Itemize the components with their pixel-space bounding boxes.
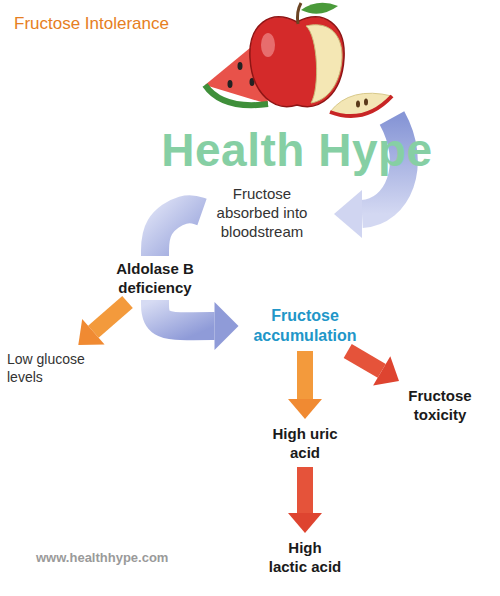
node-text: High uric acid [272, 424, 338, 462]
apple-slice [330, 93, 392, 116]
node-text: Fructose toxicity [401, 386, 479, 424]
effect-text: Low glucose levels [7, 350, 97, 386]
arrow-head [78, 319, 104, 345]
effect-text: High lactic acid [268, 538, 342, 576]
source-url: www.healthhype.com [36, 550, 168, 565]
flow-arrow [288, 467, 322, 533]
flow-arrow [348, 351, 399, 386]
process-text: Fructose absorbed into bloodstream [206, 184, 318, 241]
node-text: Aldolase B deficiency [105, 259, 205, 297]
flow-arrow [155, 209, 202, 256]
watermelon-seed [228, 80, 233, 88]
apple-slice-skin [330, 96, 392, 116]
arrow-body [297, 351, 313, 399]
arrow-head [288, 513, 322, 533]
arrow-head [215, 302, 239, 350]
node-text: Fructose absorbed into bloodstream [206, 184, 318, 241]
arrow-body [155, 300, 215, 326]
arrow-head [373, 356, 399, 385]
apple-seed [356, 101, 360, 108]
key-state-text: Fructose accumulation [243, 306, 368, 346]
flow-arrow [78, 302, 127, 345]
flow-arrow [288, 351, 322, 419]
node-text: High lactic acid [268, 538, 342, 576]
apple-stem [297, 3, 301, 24]
cause-text: Aldolase B deficiency [105, 259, 205, 297]
diagram-title: Fructose Intolerance [14, 14, 169, 34]
node-text: Fructose accumulation [243, 306, 368, 346]
arrow-body [155, 209, 202, 256]
effect-text: Fructose toxicity [401, 386, 479, 424]
intake-arrow-head [334, 190, 362, 238]
watermark: Health Hype [161, 123, 432, 177]
apple-seed [364, 99, 368, 106]
apple-leaf [301, 3, 338, 14]
flow-arrow [155, 300, 239, 350]
arrow-body [297, 467, 313, 513]
arrow-body [348, 351, 382, 371]
arrow-body [93, 302, 127, 332]
apple [250, 3, 344, 107]
apple-highlight [261, 33, 275, 57]
watermelon-seed [238, 62, 243, 70]
node-text: Low glucose levels [7, 350, 97, 386]
apple-cut-face [306, 25, 342, 103]
arrow-head [288, 399, 322, 419]
effect-text: High uric acid [272, 424, 338, 462]
apple-body [250, 17, 344, 106]
